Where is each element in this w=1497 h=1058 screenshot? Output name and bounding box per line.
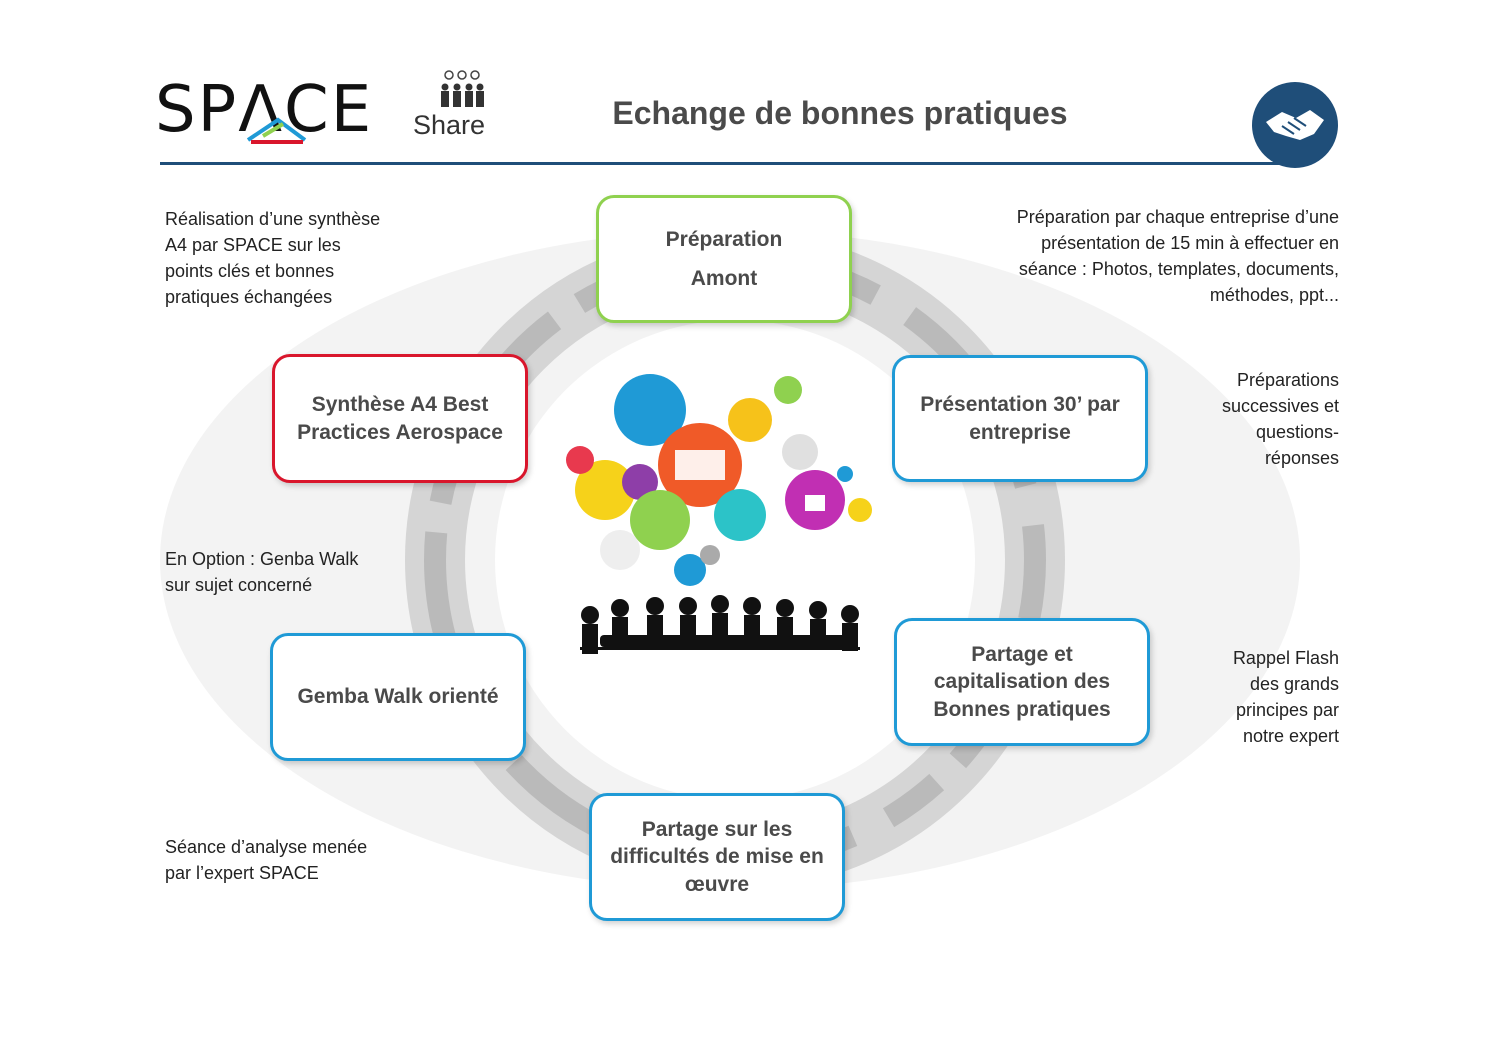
note-mid-left: En Option : Genba Walk sur sujet concern… [165,546,358,598]
header-divider [160,162,1290,165]
box-gemba-walk: Gemba Walk orienté [270,633,526,761]
note-line: méthodes, ppt... [1017,282,1339,308]
box-preparation-amont: Préparation Amont [596,195,852,323]
box-line: capitalisation des [934,668,1110,695]
box-line: Partage et [971,641,1073,668]
note-line: notre expert [1233,723,1339,749]
box-line: Présentation 30’ par [920,391,1120,418]
note-top-right: Préparation par chaque entreprise d’une … [1017,204,1339,308]
space-share-logo: SPΛCE Share [155,68,495,148]
note-bottom-left: Séance d’analyse menée par l’expert SPAC… [165,834,367,886]
box-partage-difficultes: Partage sur les difficultés de mise en œ… [589,793,845,921]
note-line: Rappel Flash [1233,645,1339,671]
box-line: difficultés de mise en [610,843,824,870]
note-line: principes par [1233,697,1339,723]
note-line: des grands [1233,671,1339,697]
note-line: sur sujet concerné [165,572,358,598]
logo-share-text: Share [413,110,485,141]
note-line: Préparation par chaque entreprise d’une [1017,204,1339,230]
note-line: points clés et bonnes [165,258,380,284]
note-line: successives et [1222,393,1339,419]
box-line: entreprise [969,419,1071,446]
note-line: présentation de 15 min à effectuer en [1017,230,1339,256]
box-synthese: Synthèse A4 Best Practices Aerospace [272,354,528,483]
box-line: Préparation [666,226,783,253]
note-mid-right: Préparations successives et questions- r… [1222,367,1339,471]
box-line: Partage sur les [642,816,793,843]
note-line: séance : Photos, templates, documents, [1017,256,1339,282]
note-line: par l’expert SPACE [165,860,367,886]
handshake-icon [1252,82,1338,168]
note-line: Préparations [1222,367,1339,393]
note-line: A4 par SPACE sur les [165,232,380,258]
note-line: pratiques échangées [165,284,380,310]
box-line: Synthèse A4 Best [312,391,489,418]
logo-accent-stroke [243,116,313,144]
page-title: Echange de bonnes pratiques [560,95,1120,132]
note-low-right: Rappel Flash des grands principes par no… [1233,645,1339,749]
box-line: Amont [691,265,758,292]
meeting-silhouettes-icon [580,595,860,654]
note-top-left: Réalisation d’une synthèse A4 par SPACE … [165,206,380,310]
box-partage-capitalisation: Partage et capitalisation des Bonnes pra… [894,618,1150,746]
box-line: Practices Aerospace [297,419,503,446]
note-line: Séance d’analyse menée [165,834,367,860]
note-line: réponses [1222,445,1339,471]
box-line: Gemba Walk orienté [297,683,498,710]
box-line: Bonnes pratiques [933,696,1110,723]
people-gears-icon [437,70,487,114]
social-media-cloud-icon [560,370,880,710]
note-line: Réalisation d’une synthèse [165,206,380,232]
box-line: œuvre [685,871,749,898]
note-line: En Option : Genba Walk [165,546,358,572]
box-presentation: Présentation 30’ par entreprise [892,355,1148,482]
note-line: questions- [1222,419,1339,445]
